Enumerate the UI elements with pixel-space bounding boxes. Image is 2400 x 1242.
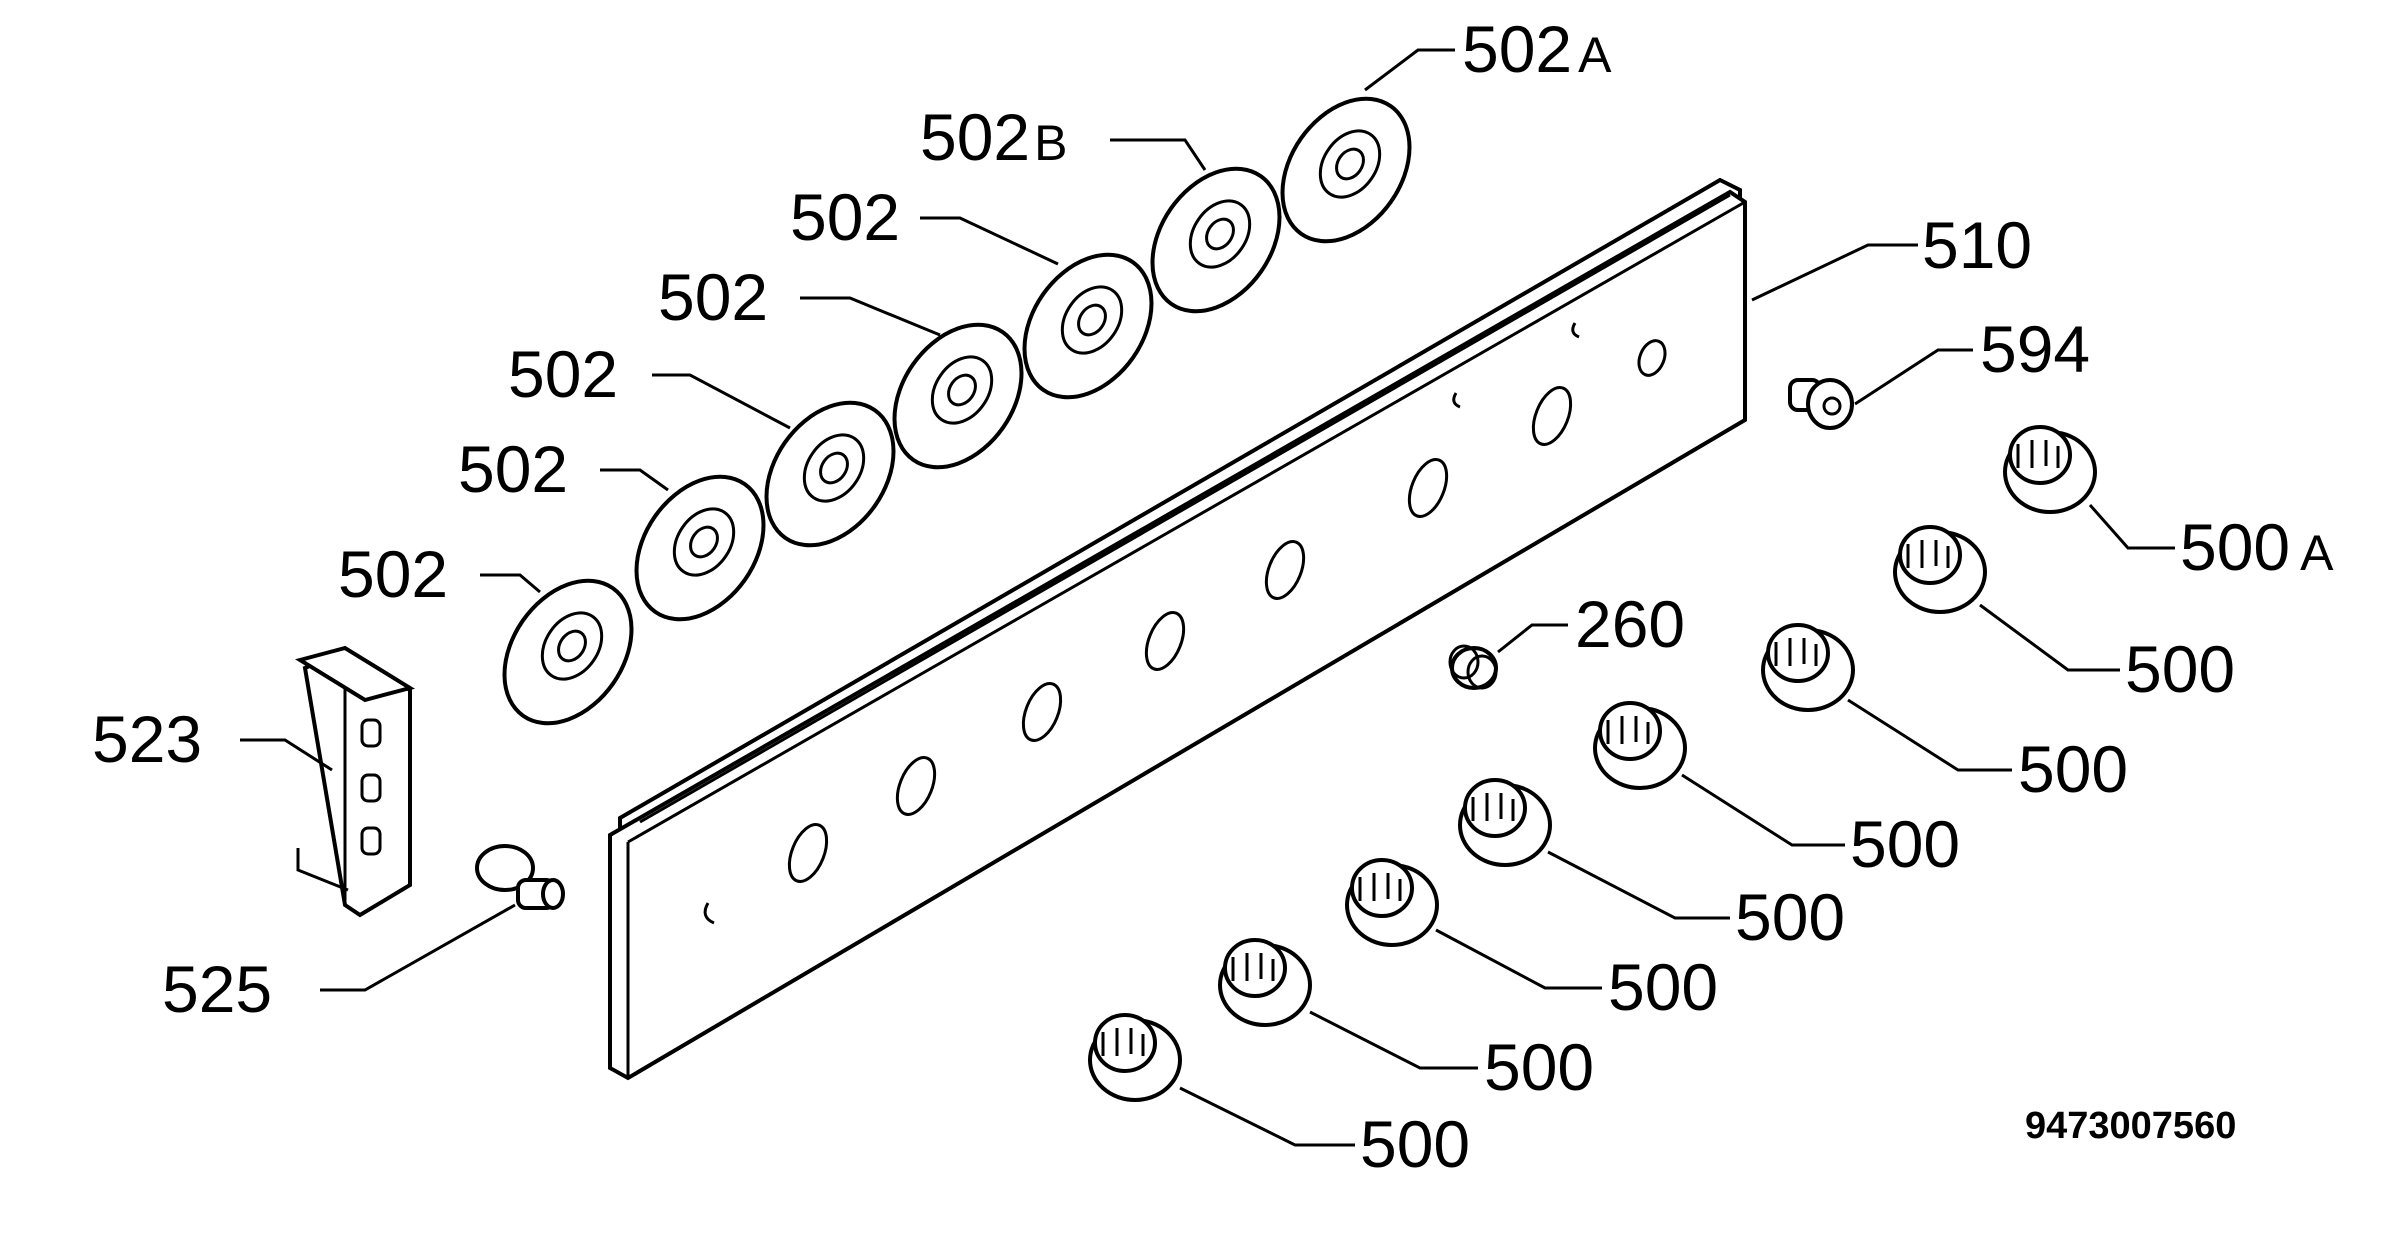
- disc-502-5: [1022, 252, 1154, 400]
- callout-500-1: 500: [2125, 632, 2235, 706]
- screw-525: [475, 844, 565, 910]
- knob-500-1: [1893, 525, 1987, 614]
- callout-510: 510: [1922, 208, 2032, 282]
- disc-502-2: [634, 474, 766, 622]
- leader-lines: [240, 48, 2175, 1147]
- disc-502b: [1150, 166, 1282, 314]
- spring-260: [1448, 644, 1498, 690]
- screw-594: [1788, 378, 1854, 430]
- callout-502-1: 502: [338, 537, 448, 611]
- knob-500-2: [1761, 623, 1855, 712]
- disc-502a: [1280, 96, 1412, 244]
- knob-500-3: [1593, 701, 1687, 790]
- callout-260: 260: [1575, 587, 1685, 661]
- callout-502-5: 502: [790, 180, 900, 254]
- knob-500a: [2003, 425, 2097, 514]
- callout-500-3: 500: [1850, 807, 1960, 881]
- disc-502-3: [764, 400, 896, 548]
- callout-500-6: 500: [1484, 1030, 1594, 1104]
- callout-500-5: 500: [1608, 950, 1718, 1024]
- knob-500-6: [1218, 938, 1312, 1027]
- callout-523: 523: [92, 702, 202, 776]
- knob-500-4: [1458, 778, 1552, 867]
- callout-500-2: 500: [2018, 732, 2128, 806]
- disc-502-1: [502, 578, 634, 726]
- panel-holes: [703, 322, 1667, 925]
- callout-502-4: 502: [658, 260, 768, 334]
- callout-525: 525: [162, 952, 272, 1026]
- knob-500-5: [1345, 858, 1439, 947]
- callout-594: 594: [1980, 312, 2090, 386]
- callout-500-7: 500: [1360, 1107, 1470, 1181]
- drawing-number: 9473007560: [2025, 1105, 2236, 1147]
- callout-500-4: 500: [1735, 880, 1845, 954]
- callout-502b: 502B: [920, 100, 1067, 174]
- disc-502-4: [892, 322, 1024, 470]
- bracket-523: [294, 645, 416, 918]
- control-panel-510: [608, 177, 1747, 1081]
- callout-502-3: 502: [508, 337, 618, 411]
- knob-500-7: [1088, 1013, 1182, 1102]
- callout-502-2: 502: [458, 432, 568, 506]
